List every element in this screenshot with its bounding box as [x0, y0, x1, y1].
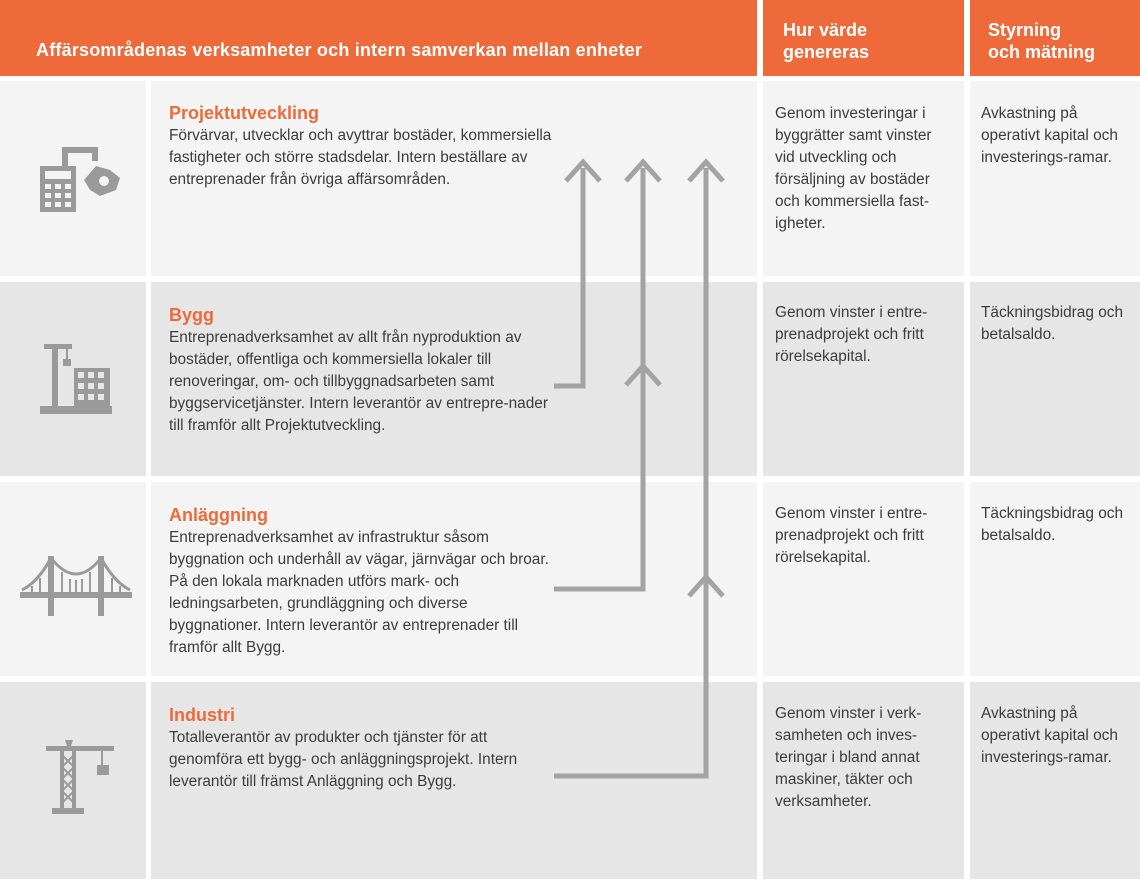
header-control: Styrning och mätning — [970, 0, 1140, 76]
row-4-value-cell — [763, 682, 964, 879]
row-1-description: Förvärvar, utvecklar och avyttrar bostäd… — [169, 127, 552, 188]
arrow-anlaggning-to-projektutveckling — [554, 168, 646, 592]
arrow-bygg-to-projektutveckling — [554, 168, 586, 389]
tower-crane-icon — [46, 740, 114, 814]
row-4-control-text: Avkastning på operativt kapital och inve… — [981, 705, 1118, 766]
row-2-title: Bygg — [169, 305, 214, 325]
row-3-control-cell — [970, 482, 1140, 676]
construction-site-icon — [40, 344, 112, 414]
row-4-value-text: Genom vinster i verk-samheten och inves-… — [775, 705, 922, 810]
header-main: Affärsområdenas verksamheter och intern … — [0, 0, 757, 76]
calculator-building-icon — [40, 147, 120, 212]
row-4-description: Totalleverantör av produkter och tjänste… — [169, 729, 518, 790]
bridge-icon — [20, 556, 132, 616]
row-1-value-cell — [763, 81, 964, 276]
row-3-desc-cell — [151, 482, 757, 676]
row-1-value-text: Genom investeringar i byggrätter samt vi… — [775, 105, 932, 232]
row-3-value-cell — [763, 482, 964, 676]
row-3-description: Entreprenadverksamhet av infrastruktur s… — [169, 529, 549, 656]
header-value: Hur värde genereras — [763, 0, 964, 76]
row-4-control-cell — [970, 682, 1140, 879]
row-3-icon-cell — [0, 482, 146, 676]
row-2-control-cell — [970, 282, 1140, 476]
header-control-title: Styrning och mätning — [988, 20, 1095, 62]
row-1-control-text: Avkastning på operativt kapital och inve… — [981, 105, 1118, 166]
row-3-control-text: Täckningsbidrag och betalsaldo. — [981, 505, 1124, 544]
arrowhead-industri-to-projektutveckling — [687, 158, 725, 183]
arrow-industri-to-projektutveckling — [554, 168, 709, 779]
row-2-value-cell — [763, 282, 964, 476]
header-value-title: Hur värde genereras — [783, 20, 870, 62]
row-2-description: Entreprenadverksamhet av allt från nypro… — [169, 329, 548, 434]
arrowhead-anlaggning-to-projektutveckling — [624, 158, 662, 183]
row-2-control-text: Täckningsbidrag och betalsaldo. — [981, 304, 1124, 343]
header-main-title: Affärsområdenas verksamheter och intern … — [36, 40, 643, 60]
arrowhead-bygg-to-projektutveckling — [564, 158, 602, 183]
row-3-value-text: Genom vinster i entre-prenadprojekt och … — [775, 505, 928, 566]
row-4-title: Industri — [169, 705, 235, 725]
row-2-value-text: Genom vinster i entre-prenadprojekt och … — [775, 304, 928, 365]
row-1-control-cell — [970, 81, 1140, 276]
row-1-title: Projektutveckling — [169, 103, 320, 123]
row-4-desc-cell — [151, 682, 757, 879]
arrowhead-industri-to-anlaggning — [687, 573, 725, 598]
arrowhead-anlaggning-to-bygg — [624, 362, 662, 387]
row-2-icon-cell — [0, 282, 146, 476]
row-3-title: Anläggning — [169, 505, 268, 525]
